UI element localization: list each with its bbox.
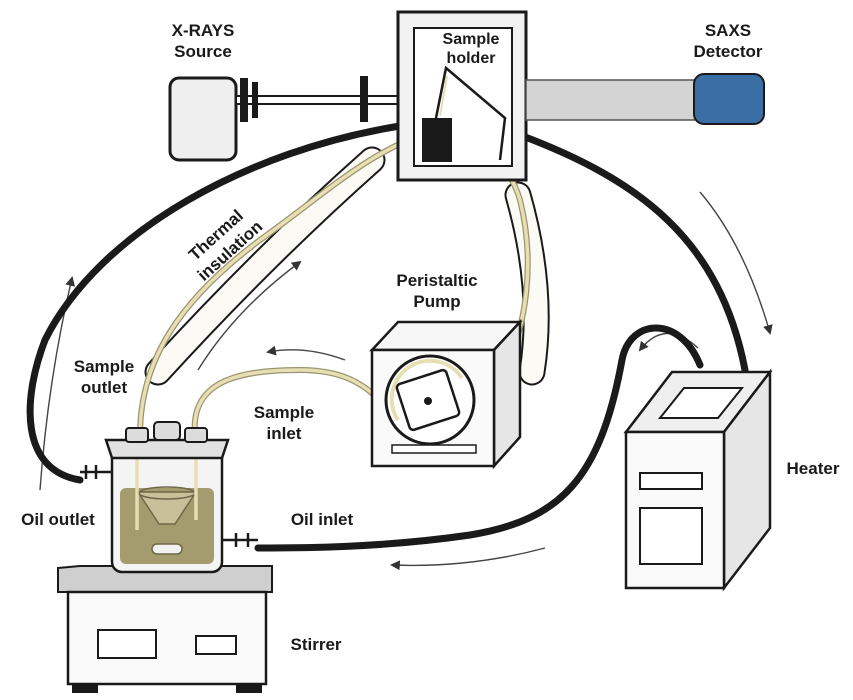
heater-panel bbox=[639, 507, 703, 565]
arrow-heater-in bbox=[638, 332, 699, 352]
detector-flight-tube bbox=[525, 79, 707, 121]
heater bbox=[623, 368, 773, 592]
peristaltic-pump bbox=[369, 318, 523, 470]
label-saxs-detector: SAXS Detector bbox=[693, 21, 763, 61]
label-peristaltic-pump: Peristaltic Pump bbox=[396, 271, 478, 311]
reactor-lid bbox=[104, 438, 230, 460]
stirrer-foot-right bbox=[236, 684, 262, 693]
label-sample-inlet: Sample inlet bbox=[253, 403, 315, 443]
sample-capillary-fill bbox=[439, 75, 448, 117]
label-stirrer: Stirrer bbox=[290, 635, 342, 654]
stirrer-foot-left bbox=[72, 684, 98, 693]
label-sample-holder: Sample holder bbox=[442, 31, 500, 67]
heater-display bbox=[639, 472, 703, 490]
sample-holder-block bbox=[422, 118, 452, 162]
oil-inlet-nozzle bbox=[222, 533, 258, 547]
pump-rotor-arc bbox=[389, 358, 464, 422]
port-sample-inlet bbox=[184, 427, 208, 443]
stirrer-plate bbox=[57, 565, 273, 593]
beam-line bbox=[235, 95, 403, 105]
oil-tubing bbox=[26, 122, 749, 552]
arrow-sample-up bbox=[197, 260, 302, 371]
stir-bar bbox=[151, 543, 183, 555]
collimator-3 bbox=[360, 76, 368, 122]
saxs-detector bbox=[525, 73, 765, 125]
sample-capillary bbox=[434, 65, 507, 161]
label-oil-inlet: Oil inlet bbox=[290, 510, 354, 529]
arrow-oil-down bbox=[699, 191, 773, 335]
detector-head bbox=[693, 73, 765, 125]
pump-rotor-hub bbox=[424, 397, 432, 405]
heater-top-panel bbox=[657, 387, 745, 419]
stirrer bbox=[57, 565, 273, 693]
port-center bbox=[153, 421, 181, 441]
stirrer-knob-panel bbox=[195, 635, 237, 655]
stirrer-display bbox=[97, 629, 157, 659]
label-sample-outlet: Sample outlet bbox=[73, 357, 135, 397]
label-xray-source: X-RAYS Source bbox=[171, 21, 235, 61]
oil-tube-to-holder bbox=[26, 122, 404, 484]
pump-base-slot bbox=[391, 444, 477, 454]
collimator-2 bbox=[252, 82, 258, 118]
xray-source-housing bbox=[168, 76, 238, 162]
arrow-oil-left bbox=[390, 547, 546, 571]
reactor-liquid bbox=[120, 488, 214, 564]
collimator-1 bbox=[240, 78, 248, 122]
label-oil-outlet: Oil outlet bbox=[21, 510, 95, 529]
oil-tube-holder-to-heater bbox=[516, 131, 749, 374]
stir-vortex bbox=[136, 491, 198, 525]
sample-tube-inlet bbox=[193, 368, 387, 437]
arrow-sample-left bbox=[266, 345, 346, 361]
sample-holder bbox=[396, 10, 528, 182]
oil-outlet-nozzle bbox=[80, 465, 112, 479]
sample-tube-outlet bbox=[138, 128, 437, 437]
port-sample-outlet bbox=[125, 427, 149, 443]
label-heater: Heater bbox=[786, 459, 840, 478]
xray-source bbox=[168, 76, 403, 162]
pump-rotor-core bbox=[395, 368, 461, 432]
jacketed-reactor bbox=[80, 421, 258, 574]
oil-tube-heater-return bbox=[254, 324, 704, 552]
